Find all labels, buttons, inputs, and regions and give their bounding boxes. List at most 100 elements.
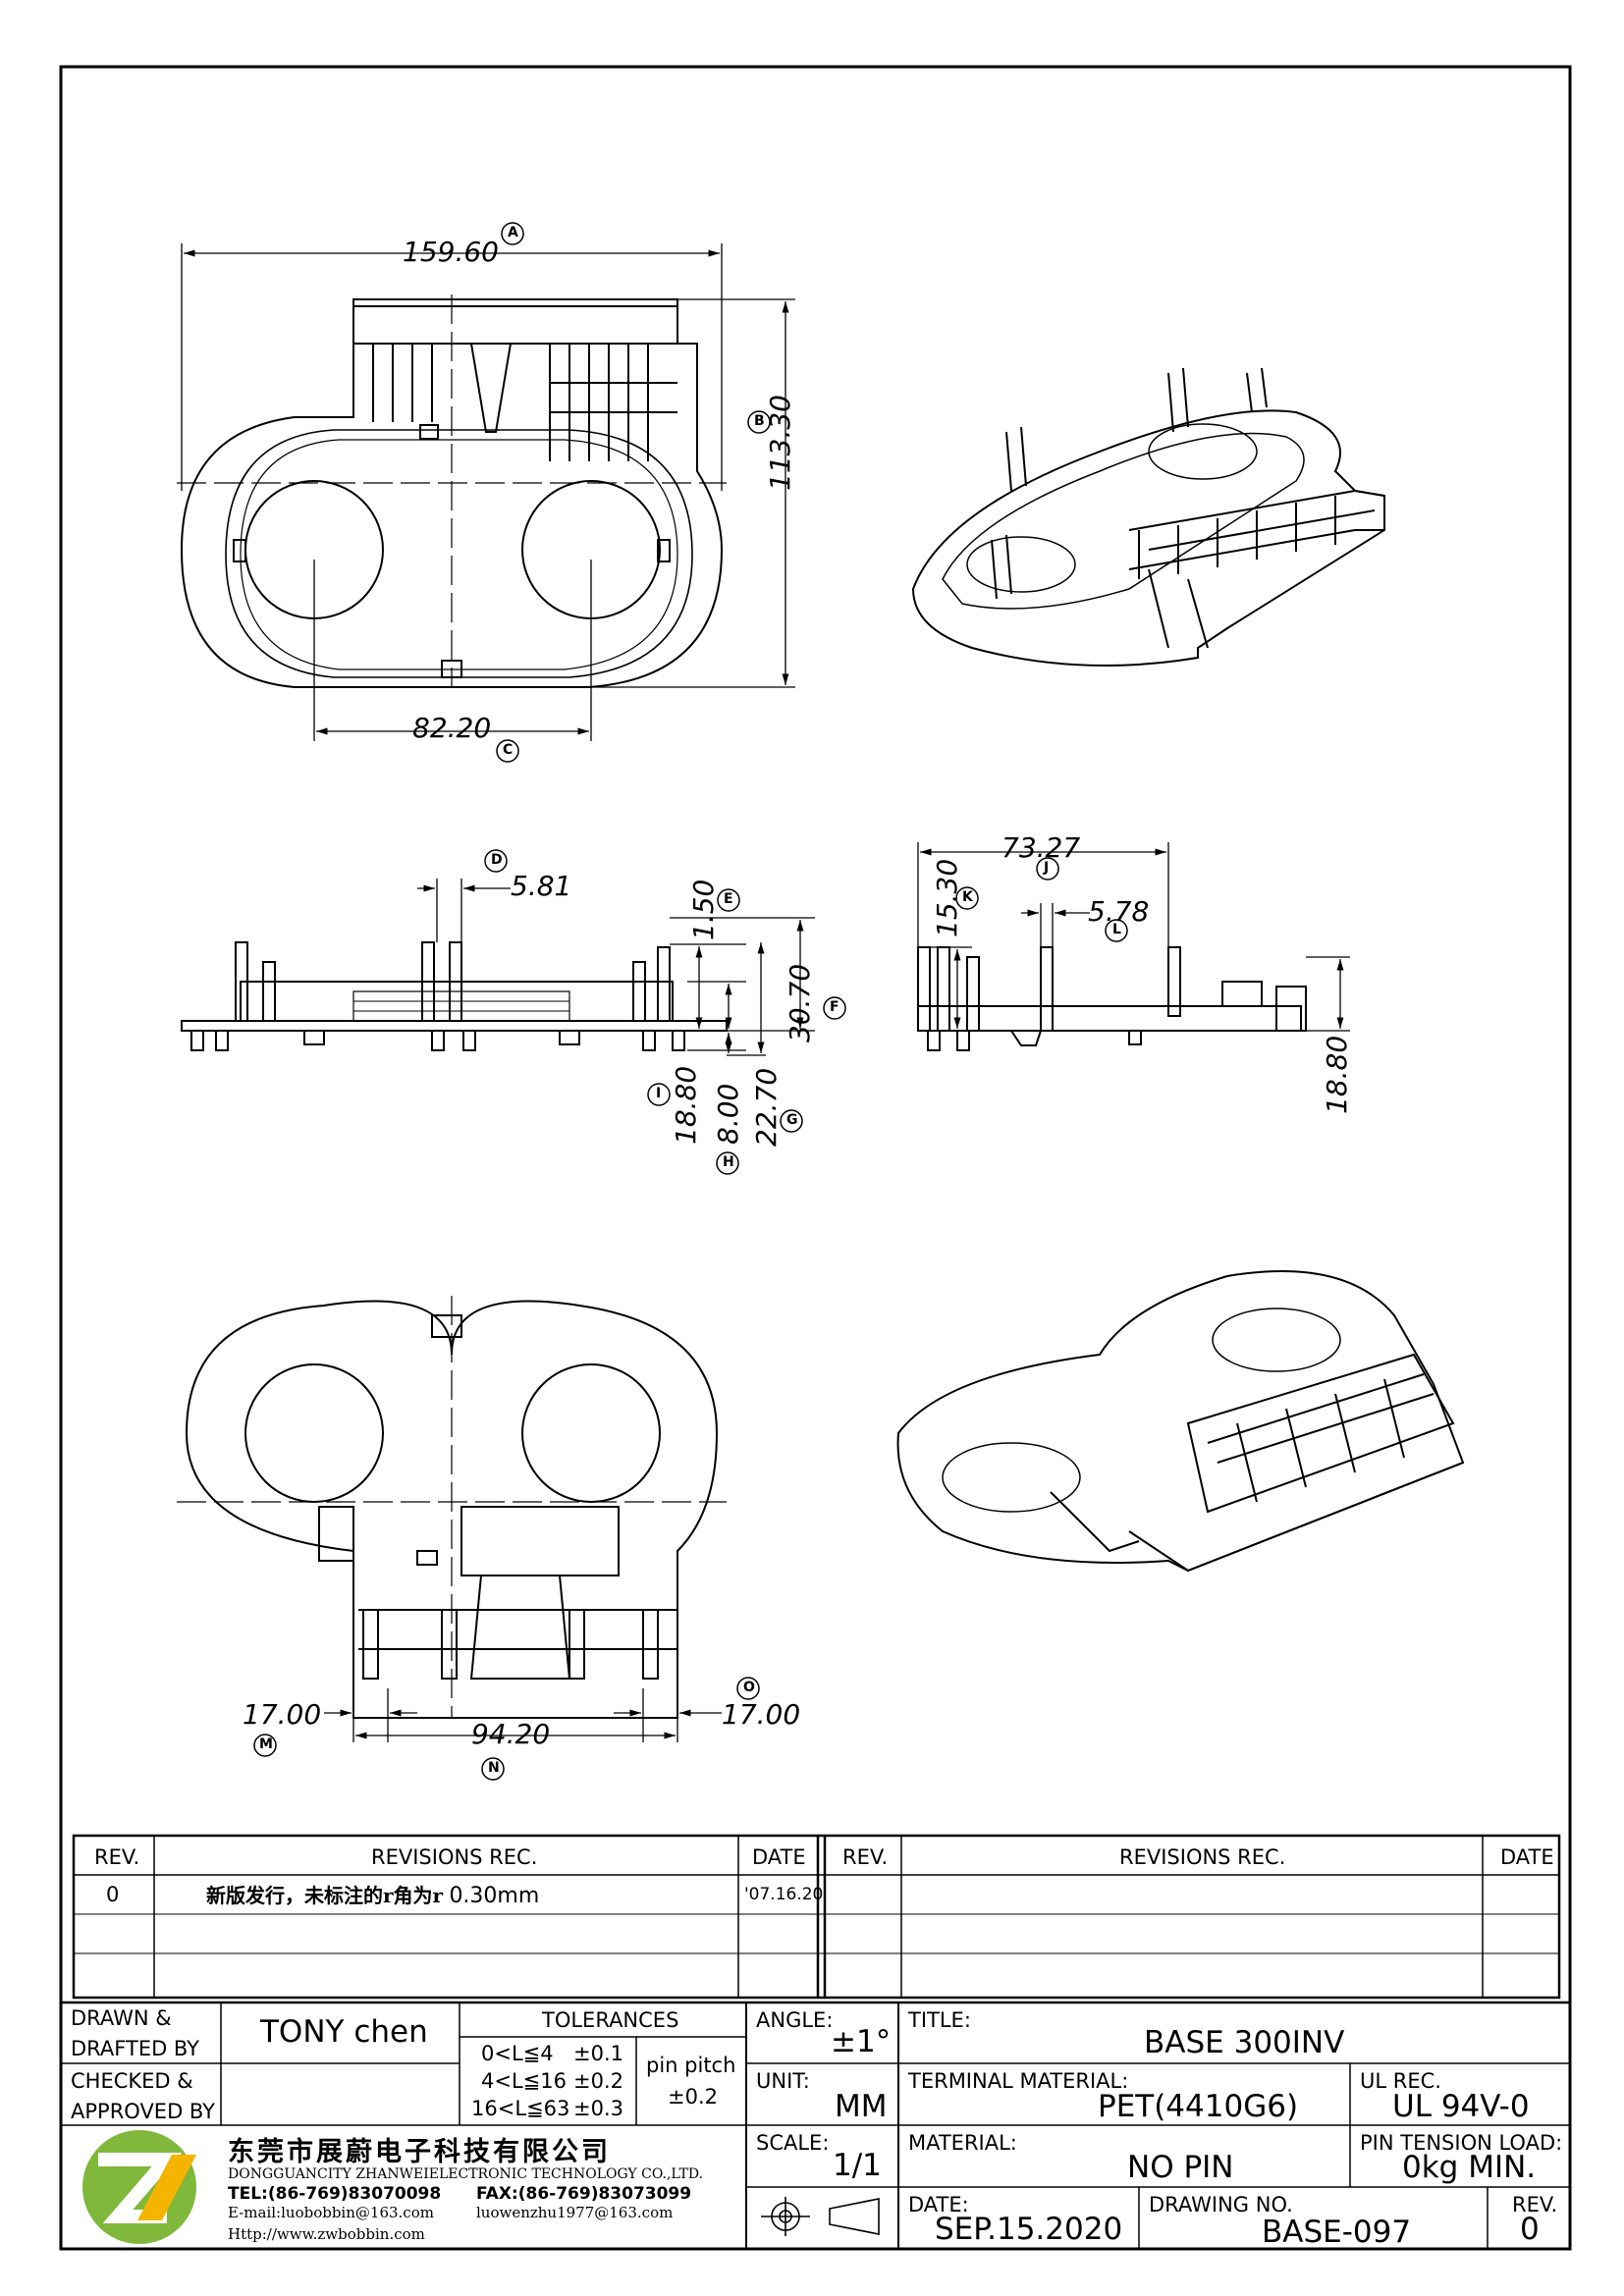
rev-header-rev-2: REV. xyxy=(842,1845,889,1869)
rev-header-rec-2: REVISIONS REC. xyxy=(1119,1845,1286,1869)
scale-label: SCALE: xyxy=(756,2131,830,2155)
marker-j: J xyxy=(1044,860,1050,876)
dim-n: 94.20 xyxy=(471,1718,551,1750)
company-name-cn: 东莞市展蔚电子科技有限公司 xyxy=(228,2137,611,2167)
marker-i: I xyxy=(656,1086,662,1101)
marker-d: D xyxy=(491,852,503,868)
checked-label-2: APPROVED BY xyxy=(71,2100,216,2123)
dim-b: 113.30 xyxy=(764,395,796,491)
unit-label: UNIT: xyxy=(756,2069,810,2093)
title-block xyxy=(59,2001,1572,2251)
pin-tension-value: 0kg MIN. xyxy=(1402,2150,1537,2185)
dim-e: 1.50 xyxy=(687,879,720,940)
ul-value: UL 94V-0 xyxy=(1392,2089,1530,2124)
top-view-dims xyxy=(181,243,795,741)
marker-k: K xyxy=(962,889,973,905)
pin-tension-label: PIN TENSION LOAD: xyxy=(1360,2131,1563,2155)
drawing-no-label: DRAWING NO. xyxy=(1149,2193,1293,2216)
unit-value: MM xyxy=(835,2089,888,2124)
rev-header-rec: REVISIONS REC. xyxy=(371,1845,538,1869)
bottom-view-dims xyxy=(324,1688,722,1742)
marker-c: C xyxy=(503,742,514,758)
dim-a: 159.60 xyxy=(403,236,499,268)
material-value: NO PIN xyxy=(1127,2150,1234,2185)
date-value: SEP.15.2020 xyxy=(935,2212,1123,2247)
side-view xyxy=(917,946,1307,1051)
marker-e: E xyxy=(724,891,733,907)
marker-l: L xyxy=(1112,922,1121,937)
dim-l: 5.78 xyxy=(1088,895,1150,928)
dim-j: 73.27 xyxy=(1001,831,1081,864)
material-label: MATERIAL: xyxy=(908,2131,1017,2155)
pin-pitch-value: ±0.2 xyxy=(668,2085,718,2109)
scale-value: 1/1 xyxy=(833,2148,882,2183)
tol-value-0: ±0.1 xyxy=(573,2042,623,2065)
pin-pitch-label: pin pitch xyxy=(646,2054,736,2077)
dim-f: 30.70 xyxy=(784,963,816,1042)
company-name-en: DONGGUANCITY ZHANWEIELECTRONIC TECHNOLOG… xyxy=(228,2166,704,2182)
company-tel: TEL:(86-769)83070098 xyxy=(228,2184,442,2204)
dim-m: 17.00 xyxy=(243,1698,322,1731)
drawn-label-1: DRAWN & xyxy=(71,2006,172,2030)
angle-value: ±1° xyxy=(831,2024,892,2059)
top-view xyxy=(180,298,724,688)
terminal-value: PET(4410G6) xyxy=(1098,2089,1299,2124)
rev-row-note-cn: 新版发行，未标注的r角为r xyxy=(206,1884,444,1907)
angle-label: ANGLE: xyxy=(756,2008,834,2032)
marker-g: G xyxy=(786,1112,798,1128)
tol-range-0: 0<L≦4 xyxy=(481,2042,554,2065)
dim-g: 22.70 xyxy=(750,1067,783,1147)
dim-c: 82.20 xyxy=(412,712,492,744)
company-fax: FAX:(86-769)83073099 xyxy=(476,2184,692,2204)
title-label: TITLE: xyxy=(908,2008,971,2032)
rev-row-note: 新版发行，未标注的r角为r 0.30mm xyxy=(206,1880,539,1908)
drawn-value: TONY chen xyxy=(260,2014,428,2050)
dim-d: 5.81 xyxy=(511,870,572,902)
bottom-view-centerlines xyxy=(177,1296,727,1718)
iso-view-top xyxy=(911,367,1385,667)
front-view-dims xyxy=(417,879,815,1056)
marker-o: O xyxy=(743,1680,755,1695)
ul-label: UL REC. xyxy=(1360,2069,1441,2093)
marker-b: B xyxy=(754,413,765,429)
tol-range-2: 16<L≦63 xyxy=(471,2097,570,2120)
tol-range-1: 4<L≦16 xyxy=(481,2069,567,2093)
rev-label: REV. xyxy=(1512,2193,1558,2216)
dim-o: 17.00 xyxy=(722,1698,801,1731)
marker-m: M xyxy=(259,1736,273,1752)
dim-i: 18.80 xyxy=(670,1065,702,1145)
rev-value: 0 xyxy=(1520,2212,1540,2247)
company-web: Http://www.zwbobbin.com xyxy=(228,2225,425,2243)
marker-n: N xyxy=(488,1760,500,1776)
tol-value-1: ±0.2 xyxy=(573,2069,623,2093)
side-view-dims xyxy=(917,842,1350,1032)
drawn-label-2: DRAFTED BY xyxy=(71,2037,200,2060)
rev-row-date: '07.16.20 xyxy=(744,1885,824,1904)
revisions-table xyxy=(72,1834,1561,2000)
rev-header-date: DATE xyxy=(752,1845,806,1869)
rev-row-rev: 0 xyxy=(106,1883,120,1906)
checked-label-1: CHECKED & xyxy=(71,2069,193,2093)
drawing-no-value: BASE-097 xyxy=(1262,2215,1412,2250)
rev-row-note-value: 0.30mm xyxy=(449,1884,540,1908)
tol-value-2: ±0.3 xyxy=(573,2097,623,2120)
projection-symbol xyxy=(761,2197,880,2236)
tolerances-label: TOLERANCES xyxy=(542,2008,679,2032)
sheet-border xyxy=(59,65,1572,2251)
front-view xyxy=(181,941,728,1051)
iso-view-bottom xyxy=(896,1270,1465,1573)
date-label: DATE: xyxy=(908,2193,969,2216)
title-value: BASE 300INV xyxy=(1144,2025,1345,2060)
dim-k: 15.30 xyxy=(931,858,963,937)
company-logo xyxy=(82,2130,196,2244)
marker-circles xyxy=(253,222,1128,1781)
dim-h: 8.00 xyxy=(712,1083,744,1145)
terminal-label: TERMINAL MATERIAL: xyxy=(908,2069,1129,2093)
rev-header-rev: REV. xyxy=(94,1845,140,1869)
top-view-centerlines xyxy=(177,294,727,687)
marker-f: F xyxy=(830,999,839,1015)
marker-h: H xyxy=(723,1154,734,1170)
company-email-2: luowenzhu1977@163.com xyxy=(476,2204,674,2221)
company-email-1: E-mail:luobobbin@163.com xyxy=(228,2204,434,2221)
